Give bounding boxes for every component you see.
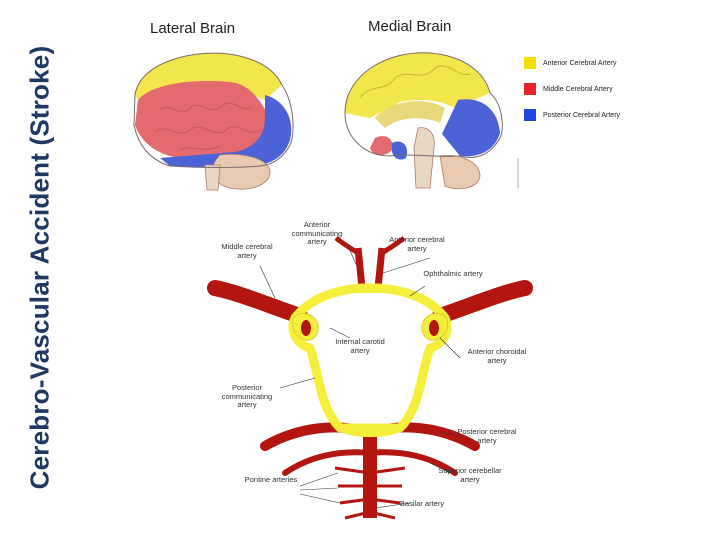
medial-brain-outline: [344, 52, 503, 158]
medial-brain-red-region: [370, 136, 393, 156]
lateral-brain-outline: [133, 52, 294, 168]
legend-item-anterior: Anterior Cerebral Artery: [524, 50, 620, 76]
label-ophthalmic: Ophthalmic artery: [423, 269, 483, 278]
circle-of-willis-loop: [288, 283, 452, 433]
lateral-brain-red-region: [135, 80, 269, 158]
medial-brain-title: Medial Brain: [368, 18, 452, 35]
label-middle-cerebral: Middle cerebral artery: [221, 242, 273, 260]
legend-item-middle: Middle Cerebral Artery: [524, 76, 620, 102]
middle-cerebral-artery-right: [432, 280, 533, 324]
lateral-brain-illustration: [133, 52, 294, 191]
slide-title-container: Cerebro-Vascular Accident (Stroke): [22, 2, 58, 532]
legend-item-posterior: Posterior Cerebral Artery: [524, 102, 620, 128]
medial-brain-gyri: [359, 65, 471, 99]
medial-brain-yellow-region: [345, 52, 490, 118]
legend-label-anterior: Anterior Cerebral Artery: [543, 59, 617, 67]
label-posterior-cerebral: Posterior cerebral artery: [457, 427, 517, 445]
label-anterior-choroidal: Anterior choroidal artery: [467, 347, 527, 365]
internal-carotid-lumen-left: [301, 320, 311, 336]
legend-swatch-anterior: [524, 57, 536, 69]
medial-brain-cerebellum: [439, 155, 481, 190]
pontine-arteries: [334, 466, 406, 520]
anterior-cerebral-stem-right: [374, 247, 386, 289]
circle-of-willis-illustration: [207, 236, 533, 520]
slide-title: Cerebro-Vascular Accident (Stroke): [24, 45, 55, 489]
basilar-top-yellow: [338, 425, 402, 437]
superior-cerebellar-right: [367, 449, 458, 476]
label-anterior-cerebral: Anterior cerebral artery: [389, 235, 445, 253]
anterior-cerebral-branch-right: [380, 236, 406, 256]
legend-swatch-middle: [524, 83, 536, 95]
label-internal-carotid: Internal carotid artery: [335, 337, 385, 355]
label-anterior-communicating: Anterior communicating artery: [291, 220, 343, 246]
medial-brain-illustration: [344, 52, 519, 190]
label-posterior-communicating: Posterior communicating artery: [221, 383, 273, 409]
legend-swatch-posterior: [524, 109, 536, 121]
legend-label-middle: Middle Cerebral Artery: [543, 85, 613, 93]
label-basilar: Basilar artery: [399, 499, 445, 508]
lateral-brain-title: Lateral Brain: [150, 20, 236, 37]
internal-carotid-lumen-right: [429, 320, 439, 336]
label-superior-cerebellar: Superior cerebellar artery: [438, 466, 502, 484]
anterior-cerebral-branch-left: [334, 236, 360, 256]
medial-brain-inner-yellow: [375, 101, 445, 128]
lateral-brain-stem: [204, 164, 221, 191]
medial-brain-stem: [413, 127, 435, 189]
anterior-cerebral-stem-left: [354, 247, 366, 289]
lateral-brain-blue-region: [160, 95, 292, 168]
legend: Anterior Cerebral Artery Middle Cerebral…: [524, 50, 620, 128]
leader-lines: [259, 245, 466, 509]
label-pontine: Pontine arteries: [244, 475, 298, 484]
medial-brain-blue-region: [442, 99, 500, 157]
medial-brain-blue-small: [392, 141, 408, 160]
legend-label-posterior: Posterior Cerebral Artery: [543, 111, 621, 119]
middle-cerebral-artery-left: [207, 280, 308, 324]
superior-cerebellar-left: [282, 449, 373, 476]
lateral-brain-gyri: [154, 102, 261, 151]
